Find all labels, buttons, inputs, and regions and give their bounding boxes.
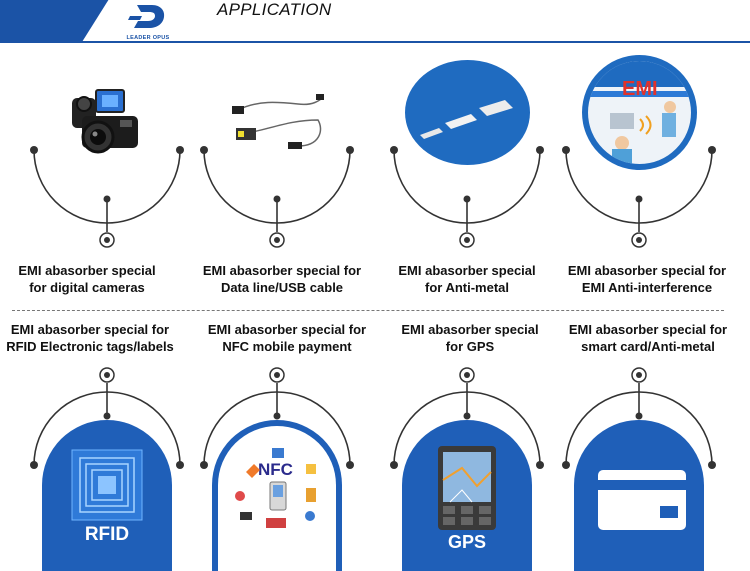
rfid-badge: RFID [84, 524, 130, 545]
nfc-payment-icon: NFC [212, 420, 342, 571]
application-label: EMI abasorber special for Anti-metal [398, 263, 536, 295]
connector-arc [200, 367, 354, 469]
page-title: APPLICATION [217, 0, 332, 19]
connector-arc [30, 367, 184, 469]
emi-interference-icon: EMI [582, 55, 697, 170]
connector-arc [562, 146, 716, 248]
smart-card-icon [574, 420, 704, 571]
section-divider [12, 310, 724, 311]
gps-badge: GPS [447, 532, 486, 552]
emi-badge: EMI [622, 78, 658, 100]
header-rule [0, 41, 750, 43]
connector-arc [390, 367, 544, 469]
gps-device-icon: GPS [402, 420, 532, 571]
connector-arc [390, 146, 544, 248]
rfid-tag-icon: RFID [42, 420, 172, 571]
application-label: EMI abasorber special for smart card/Ant… [568, 322, 728, 354]
application-label: EMI abasorber special for EMI Anti-inter… [567, 263, 727, 295]
nfc-badge: NFC [258, 460, 293, 479]
application-label: EMI abasorber special for NFC mobile pay… [207, 322, 367, 354]
application-label: EMI abasorber special for RFID Electroni… [6, 322, 174, 354]
camera-icon [68, 82, 148, 162]
company-logo: LEADER OPUS [118, 2, 178, 41]
logo-wordmark: LEADER OPUS [126, 35, 170, 41]
application-label: EMI abasorber special for Data line/USB … [202, 263, 362, 295]
logo-d-icon [128, 5, 165, 28]
absorber-sheets-icon [405, 60, 530, 165]
connector-arc [200, 146, 354, 248]
usb-cable-icon [228, 90, 328, 156]
connector-arc [30, 146, 184, 248]
connector-arc [562, 367, 716, 469]
application-label: EMI abasorber special for GPS [401, 322, 539, 354]
application-label: EMI abasorber special for digital camera… [18, 263, 156, 295]
